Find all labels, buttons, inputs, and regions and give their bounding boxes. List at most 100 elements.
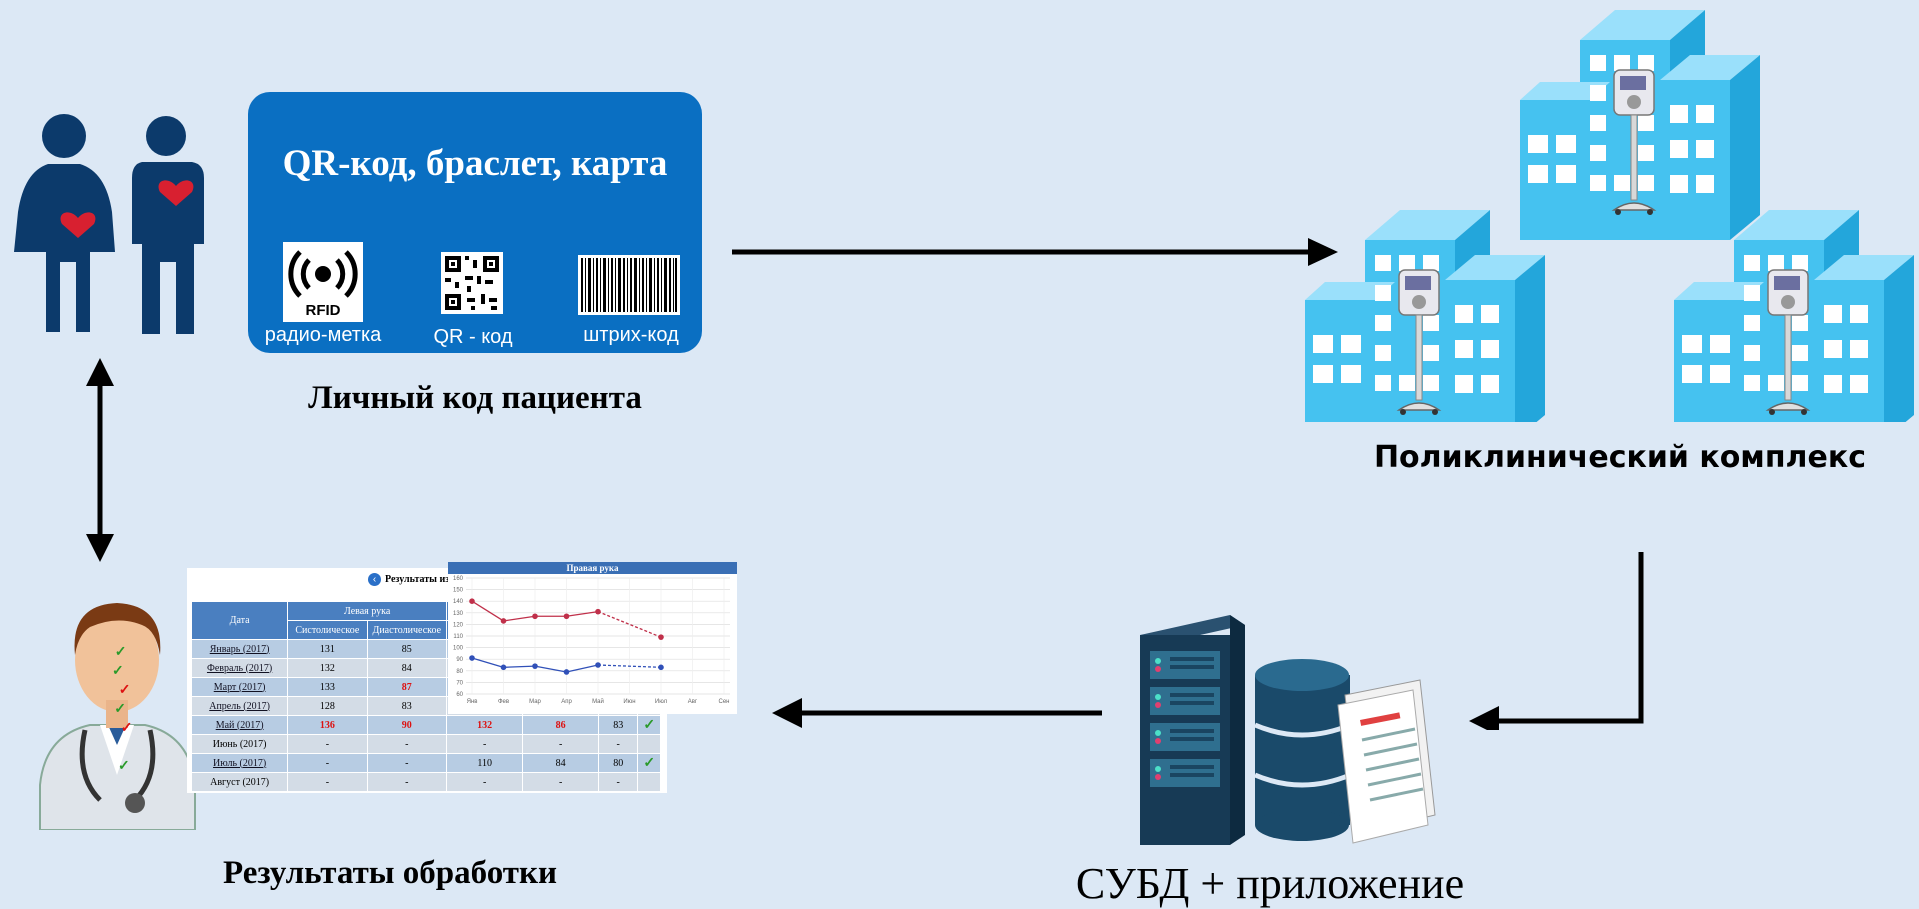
rfid-logo-text: RFID (305, 302, 341, 319)
cell-dia: - (366, 734, 448, 754)
qr-caption: QR - код (433, 326, 513, 348)
series-line-1 (503, 665, 536, 668)
cell-pulse: 83 (598, 715, 639, 735)
back-button[interactable]: ‹ Результаты из (368, 571, 449, 587)
cell-sys: 131 (287, 639, 368, 659)
series-line-0 (597, 611, 662, 638)
x-tick-label: Авг (688, 699, 698, 705)
data-point (563, 669, 570, 675)
cell-sys: - (287, 734, 368, 754)
y-tick-label: 130 (453, 611, 464, 617)
patient-id-card: QR-код, браслет, карта RFID радио-метка … (248, 92, 702, 353)
col-left-arm: Левая рука (287, 601, 448, 621)
cell-sys: 128 (287, 696, 368, 716)
col-systolic: Систолическое (287, 620, 368, 640)
x-tick-label: Май (592, 698, 604, 705)
y-tick-label: 110 (453, 634, 463, 640)
cell-r_dia: 84 (522, 753, 600, 773)
cell-date[interactable]: Июнь (2017) (190, 734, 289, 754)
cell-date[interactable]: ✓Апрель (2017) (114, 696, 289, 717)
table-row: Август (2017)----- (190, 772, 661, 792)
cell-r_sys: 132 (446, 715, 524, 735)
arrow-card-to-clinic (732, 238, 1338, 266)
y-tick-label: 160 (453, 576, 464, 582)
series-line-0 (566, 610, 599, 617)
cell-date[interactable]: ✓Март (2017) (119, 677, 289, 698)
data-point (532, 663, 538, 669)
cell-sys: 133 (287, 677, 368, 697)
clinic-buildings-icon (1304, 10, 1915, 422)
col-date: Дата (190, 601, 289, 640)
x-tick-label: Мар (529, 699, 541, 705)
series-line-1 (534, 665, 567, 673)
check-icon: ✓ (114, 644, 127, 660)
cell-dia: 83 (366, 696, 448, 716)
series-line-1 (471, 657, 504, 668)
check-icon (637, 772, 661, 792)
arrow-clinic-to-dbms (1469, 552, 1644, 730)
results-page-title: Результаты из (385, 573, 450, 585)
cell-r_dia: - (522, 734, 600, 754)
data-point (500, 618, 507, 624)
series-line-1 (566, 664, 599, 673)
chevron-left-icon: ‹ (368, 572, 381, 586)
results-label: Результаты обработки (222, 855, 558, 891)
cell-sys: - (287, 772, 368, 792)
cell-pulse: - (598, 734, 639, 754)
y-tick-label: 80 (456, 669, 463, 675)
data-point (658, 634, 664, 640)
series-line-1 (597, 664, 662, 668)
dbms-label: СУБД + приложение (1075, 859, 1465, 908)
y-tick-label: 120 (453, 622, 464, 628)
x-tick-label: Июн (623, 699, 635, 705)
barcode-icon (578, 255, 680, 315)
cell-date[interactable]: ✓Январь (2017) (115, 639, 289, 660)
cell-r_sys: - (446, 734, 524, 754)
qr-code-icon (441, 252, 503, 314)
y-tick-label: 90 (456, 657, 463, 663)
x-tick-label: Апр (561, 699, 572, 705)
check-icon: ✓ (637, 715, 661, 735)
data-point (532, 613, 538, 620)
check-icon: ✓ (114, 701, 126, 717)
cell-dia: 90 (366, 715, 448, 735)
server-database-icon (1140, 615, 1436, 845)
cell-dia: 87 (366, 677, 448, 697)
cell-sys: 136 (287, 715, 368, 735)
cell-date[interactable]: ✓Май (2017) (121, 715, 289, 736)
cell-date[interactable]: Август (2017) (190, 772, 289, 792)
cell-r_dia: 86 (522, 715, 600, 735)
rfid-icon: RFID (283, 242, 363, 322)
barcode-caption: штрих-код (583, 324, 679, 346)
cell-r_dia: - (522, 772, 600, 792)
arrow-patient-doctor (86, 358, 114, 562)
data-point (469, 655, 475, 661)
cell-sys: 132 (287, 658, 368, 678)
y-tick-label: 70 (456, 680, 463, 686)
cell-pulse: 80 (598, 753, 639, 773)
col-diastolic: Диастолическое (366, 620, 448, 640)
x-tick-label: Янв (467, 699, 478, 705)
check-red-icon: ✓ (118, 682, 131, 698)
series-line-0 (471, 600, 504, 622)
series-line-0 (503, 615, 536, 622)
check-icon: ✓ (111, 663, 124, 679)
cell-dia: 85 (366, 639, 448, 659)
patients-icon (10, 112, 210, 337)
cell-dia: - (366, 772, 448, 792)
cell-date[interactable]: ✓Июль (2017) (118, 753, 289, 774)
cell-date[interactable]: ✓Февраль (2017) (112, 658, 289, 679)
y-tick-label: 140 (453, 599, 464, 605)
check-icon: ✓ (637, 753, 661, 773)
table-row: Июнь (2017)----- (190, 734, 661, 754)
patient-code-label: Личный код пациента (308, 380, 642, 416)
cell-r_sys: 110 (446, 753, 524, 773)
y-tick-label: 100 (453, 646, 464, 652)
x-tick-label: Сен (719, 699, 730, 705)
cell-sys: - (287, 753, 368, 773)
clinic-label: Поликлинический комплекс (1373, 440, 1867, 475)
